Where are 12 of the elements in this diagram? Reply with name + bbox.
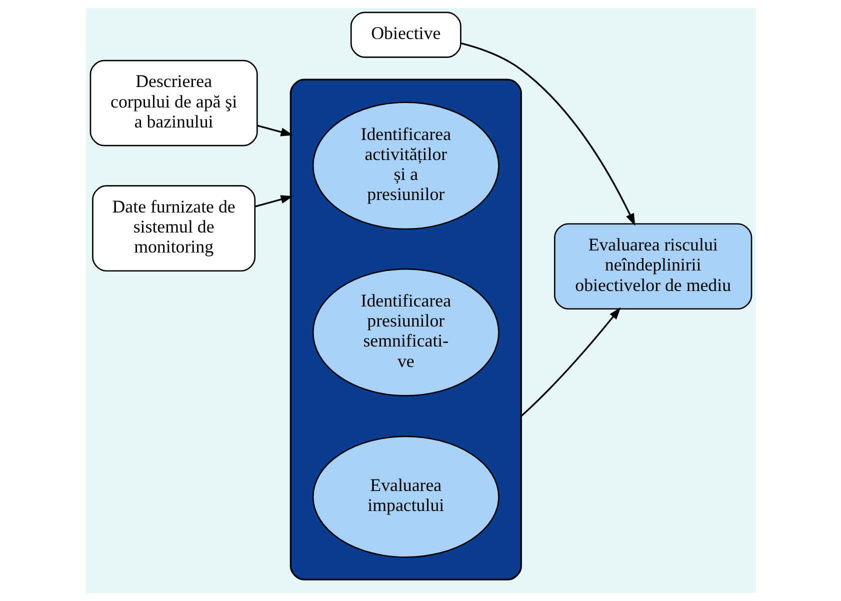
node-ellipse: Identificarea presiunilor semnificati- ve	[312, 268, 499, 396]
arrow	[520, 307, 620, 417]
node-box: Evaluarea riscului neîndeplinirii obiectivelor de mediu	[554, 223, 752, 310]
node-box: Date furnizate de sistemul de monitoring	[92, 185, 256, 272]
arrow	[460, 42, 635, 226]
cluster	[289, 78, 522, 580]
node-ellipse: Identificarea activităților și a presiunilor	[312, 102, 499, 230]
arrow	[254, 195, 293, 208]
node-box: Descrierea corpului de apă şi a bazinului	[89, 60, 258, 146]
node-ellipse: Evaluarea impactului	[312, 436, 499, 558]
node-box: Obiective	[350, 12, 461, 58]
arrow	[256, 124, 293, 136]
